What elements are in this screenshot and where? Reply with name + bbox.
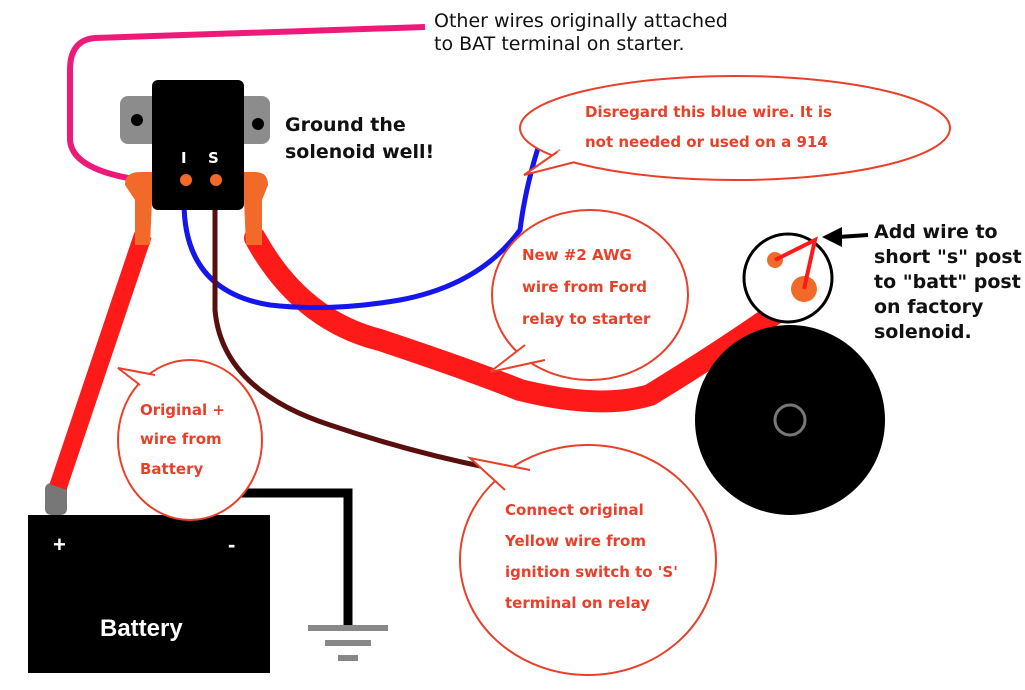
connect-wire-callout: Connect original Yellow wire from igniti… [459, 444, 717, 676]
add-wire-label-line3: to "batt" post [874, 271, 1021, 293]
new-wire-callout-line1: New #2 AWG [522, 246, 632, 264]
add-wire-label-line1: Add wire to [874, 221, 998, 243]
battery-positive-cable [49, 232, 152, 490]
add-wire-label-line5: solenoid. [874, 321, 972, 343]
ford-relay: I S [120, 80, 270, 245]
battery-plus-sign: + [53, 532, 66, 557]
starter-motor [695, 232, 885, 515]
blue-wire-callout-line1: Disregard this blue wire. It is [585, 103, 832, 121]
other-wires-label-line1: Other wires originally attached [434, 10, 728, 32]
battery-label: Battery [100, 615, 183, 642]
add-wire-label-line2: short "s" post [874, 246, 1022, 268]
original-wire-callout-line3: Battery [140, 460, 203, 478]
yellow-ignition-wire [212, 183, 491, 471]
jumper-wire [774, 236, 818, 290]
ground-symbol-icon [308, 625, 388, 661]
blue-wire-callout: Disregard this blue wire. It is not need… [519, 75, 951, 181]
blue-wire-callout-line2: not needed or used on a 914 [585, 133, 828, 151]
relay-terminal-i: I [181, 149, 187, 167]
battery-minus-sign: - [228, 532, 235, 557]
connect-wire-callout-line4: terminal on relay [505, 594, 650, 612]
original-wire-callout-line2: wire from [140, 430, 222, 448]
new-awg-cable [244, 227, 816, 413]
new-wire-callout-line2: wire from Ford [522, 278, 647, 296]
ground-wire [228, 488, 353, 625]
arrow-left-icon [822, 227, 869, 247]
new-wire-callout-line3: relay to starter [522, 310, 651, 328]
connect-wire-callout-line2: Yellow wire from [504, 532, 646, 550]
original-wire-callout-line1: Original + [140, 401, 225, 419]
add-wire-label-line4: on factory [874, 296, 984, 318]
blue-wire [181, 147, 541, 311]
pink-wire [67, 24, 426, 183]
battery: + - Battery [28, 483, 270, 673]
connect-wire-callout-line1: Connect original [505, 501, 644, 519]
ground-label-line1: Ground the [285, 114, 406, 136]
new-wire-callout: New #2 AWG wire from Ford relay to start… [489, 209, 689, 381]
connect-wire-callout-line3: ignition switch to 'S' [505, 563, 678, 581]
ground-label-line2: solenoid well! [285, 141, 434, 163]
other-wires-label-line2: to BAT terminal on starter. [434, 33, 684, 55]
relay-terminal-s: S [208, 149, 219, 167]
original-wire-callout: Original + wire from Battery [117, 359, 263, 521]
